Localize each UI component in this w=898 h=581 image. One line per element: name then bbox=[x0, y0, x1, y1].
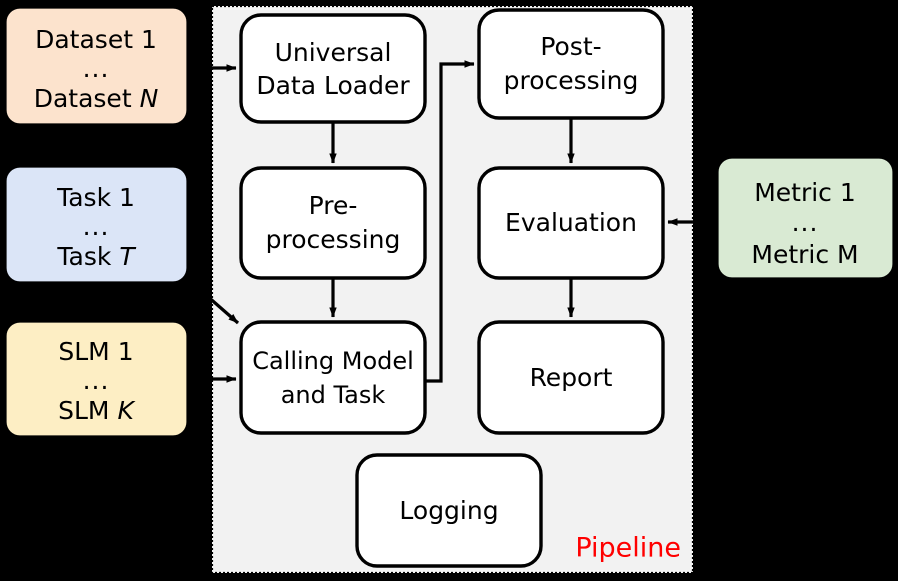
evaluation-rect bbox=[477, 166, 665, 280]
post-processing-line2: processing bbox=[504, 66, 639, 95]
node-report[interactable]: Report bbox=[477, 320, 665, 435]
slms-line2: ... bbox=[83, 366, 110, 395]
pre-processing-line2: processing bbox=[266, 225, 401, 254]
post-processing-line1: Post- bbox=[540, 32, 601, 61]
metrics-rect bbox=[717, 157, 894, 279]
pre-processing-line1: Pre- bbox=[309, 191, 358, 220]
tasks-line1: Task 1 bbox=[56, 183, 135, 212]
pipeline-label: Pipeline bbox=[575, 533, 681, 564]
slms-line3: SLM K bbox=[58, 396, 136, 425]
report-line1: Report bbox=[530, 363, 613, 392]
input-box-slms[interactable]: SLM 1 ... SLM K bbox=[5, 321, 188, 437]
node-calling-model-and-task[interactable]: Calling Model and Task bbox=[239, 320, 427, 435]
input-box-datasets[interactable]: Dataset 1 ... Dataset N bbox=[5, 7, 188, 125]
logging-rect bbox=[355, 453, 543, 568]
slms-rect bbox=[5, 321, 188, 437]
calling-model-and-task-line1: Calling Model bbox=[252, 347, 414, 375]
node-logging[interactable]: Logging bbox=[355, 453, 543, 568]
slms-line1: SLM 1 bbox=[58, 337, 133, 366]
universal-data-loader-line1: Universal bbox=[275, 38, 392, 67]
pre-processing-rect bbox=[239, 166, 427, 280]
tasks-rect bbox=[5, 166, 188, 283]
calling-model-and-task-line2: and Task bbox=[281, 381, 386, 409]
post-processing-rect bbox=[477, 8, 665, 120]
universal-data-loader-rect bbox=[239, 13, 427, 124]
universal-data-loader-line2: Data Loader bbox=[256, 71, 410, 100]
connector-tasks-to-calling bbox=[204, 293, 240, 325]
metrics-line3: Metric M bbox=[751, 240, 858, 269]
datasets-line1: Dataset 1 bbox=[35, 25, 157, 54]
evaluation-line1: Evaluation bbox=[505, 208, 637, 237]
datasets-line3: Dataset N bbox=[34, 84, 159, 113]
logging-line1: Logging bbox=[399, 496, 498, 525]
node-post-processing[interactable]: Post- processing bbox=[477, 8, 665, 120]
connector-calling-to-postprocessing bbox=[426, 60, 475, 383]
input-box-tasks[interactable]: Task 1 ... Task T bbox=[5, 166, 188, 283]
datasets-line2: ... bbox=[83, 54, 110, 83]
tasks-line2: ... bbox=[83, 212, 110, 241]
node-pre-processing[interactable]: Pre- processing bbox=[239, 166, 427, 280]
metrics-line2: ... bbox=[792, 208, 819, 237]
node-universal-data-loader[interactable]: Universal Data Loader bbox=[239, 13, 427, 124]
report-rect bbox=[477, 320, 665, 435]
input-box-metrics[interactable]: Metric 1 ... Metric M bbox=[717, 157, 894, 279]
metrics-line1: Metric 1 bbox=[754, 178, 856, 207]
node-evaluation[interactable]: Evaluation bbox=[477, 166, 665, 280]
calling-model-and-task-rect bbox=[239, 320, 427, 435]
datasets-rect bbox=[5, 7, 188, 125]
tasks-line3: Task T bbox=[56, 242, 136, 271]
